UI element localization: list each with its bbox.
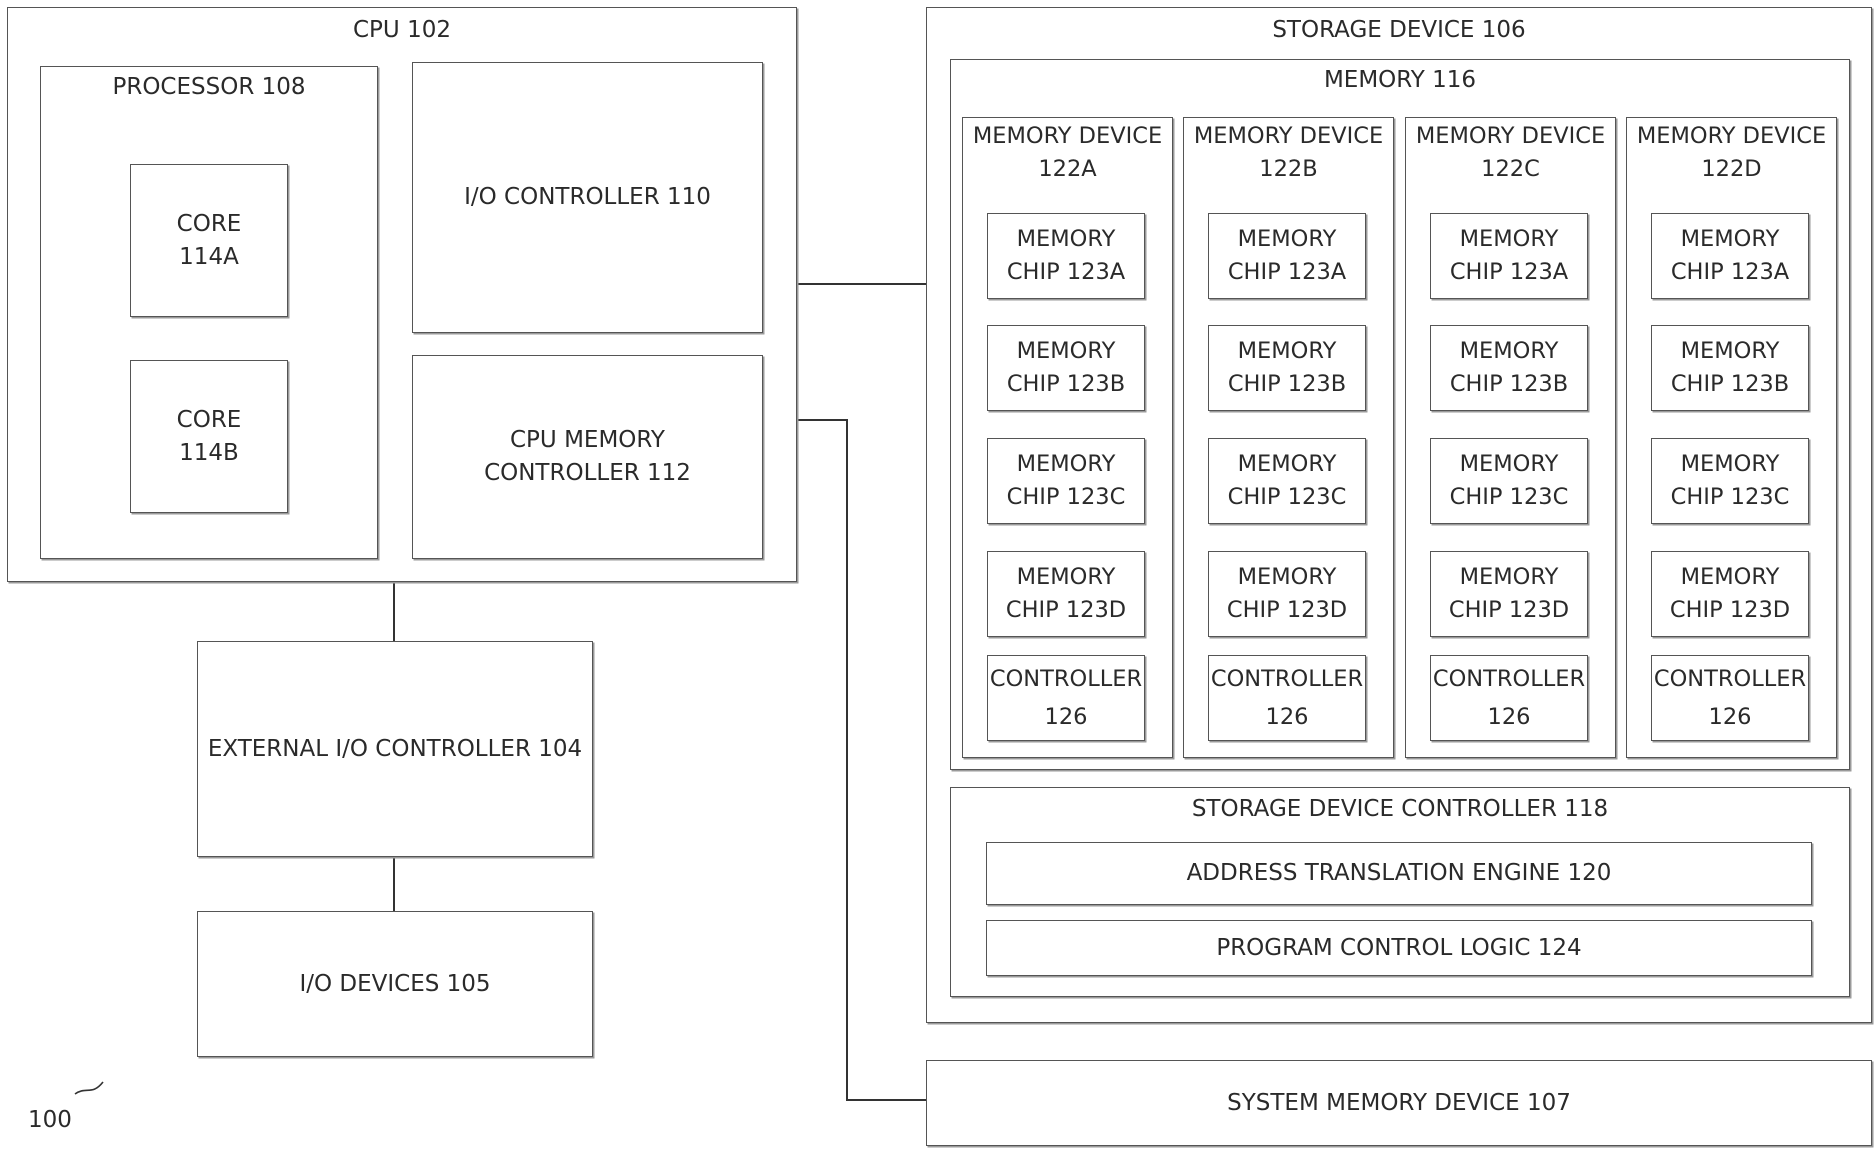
processor-label: PROCESSOR 108 bbox=[41, 71, 377, 104]
memory-chip-label: MEMORY CHIP 123A bbox=[1652, 214, 1808, 298]
memory-chip-label: MEMORY CHIP 123B bbox=[988, 326, 1144, 410]
memory-chip-label: MEMORY CHIP 123D bbox=[1652, 552, 1808, 636]
program-control-logic-label: PROGRAM CONTROL LOGIC 124 bbox=[987, 921, 1811, 975]
memory-chip-box: MEMORY CHIP 123B bbox=[1208, 325, 1366, 411]
core-b-label: CORE 114B bbox=[131, 361, 287, 512]
system-memory-device-box: SYSTEM MEMORY DEVICE 107 bbox=[926, 1060, 1872, 1146]
memory-chip-box: MEMORY CHIP 123A bbox=[987, 213, 1145, 299]
external-io-controller-label: EXTERNAL I/O CONTROLLER 104 bbox=[198, 642, 592, 856]
memory-chip-label: MEMORY CHIP 123D bbox=[988, 552, 1144, 636]
memory-chip-label: MEMORY CHIP 123A bbox=[988, 214, 1144, 298]
memory-chip-box: MEMORY CHIP 123A bbox=[1430, 213, 1588, 299]
memory-device-controller-box: CONTROLLER 126 bbox=[1651, 655, 1809, 741]
cpu-label: CPU 102 bbox=[8, 14, 796, 47]
memory-chip-box: MEMORY CHIP 123C bbox=[1430, 438, 1588, 524]
memory-device-label: MEMORY DEVICE 122A bbox=[963, 120, 1172, 186]
io-controller-box: I/O CONTROLLER 110 bbox=[412, 62, 763, 333]
program-control-logic-box: PROGRAM CONTROL LOGIC 124 bbox=[986, 920, 1812, 976]
memory-chip-box: MEMORY CHIP 123C bbox=[1208, 438, 1366, 524]
memory-device-controller-box: CONTROLLER 126 bbox=[1208, 655, 1366, 741]
memory-chip-label: MEMORY CHIP 123D bbox=[1209, 552, 1365, 636]
memory-chip-label: MEMORY CHIP 123D bbox=[1431, 552, 1587, 636]
address-translation-engine-label: ADDRESS TRANSLATION ENGINE 120 bbox=[987, 843, 1811, 904]
core-b-box: CORE 114B bbox=[130, 360, 288, 513]
memory-chip-box: MEMORY CHIP 123D bbox=[1430, 551, 1588, 637]
memory-device-controller-box: CONTROLLER 126 bbox=[987, 655, 1145, 741]
memory-chip-box: MEMORY CHIP 123A bbox=[1651, 213, 1809, 299]
memory-chip-box: MEMORY CHIP 123C bbox=[1651, 438, 1809, 524]
memory-chip-label: MEMORY CHIP 123B bbox=[1431, 326, 1587, 410]
memory-chip-box: MEMORY CHIP 123C bbox=[987, 438, 1145, 524]
figure-ref-leader bbox=[75, 1082, 103, 1094]
memory-chip-label: MEMORY CHIP 123C bbox=[1431, 439, 1587, 523]
memory-chip-box: MEMORY CHIP 123B bbox=[1430, 325, 1588, 411]
memory-device-label: MEMORY DEVICE 122C bbox=[1406, 120, 1615, 186]
memctrl-to-system-memory-line bbox=[797, 420, 926, 1100]
memory-chip-box: MEMORY CHIP 123D bbox=[1651, 551, 1809, 637]
memory-chip-label: MEMORY CHIP 123C bbox=[988, 439, 1144, 523]
memory-device-controller-label: CONTROLLER 126 bbox=[1431, 656, 1587, 740]
figure-ref-label: 100 bbox=[28, 1104, 72, 1137]
memory-chip-label: MEMORY CHIP 123B bbox=[1209, 326, 1365, 410]
address-translation-engine-box: ADDRESS TRANSLATION ENGINE 120 bbox=[986, 842, 1812, 905]
storage-device-controller-label: STORAGE DEVICE CONTROLLER 118 bbox=[951, 793, 1849, 826]
memory-device-controller-box: CONTROLLER 126 bbox=[1430, 655, 1588, 741]
core-a-label: CORE 114A bbox=[131, 165, 287, 316]
external-io-controller-box: EXTERNAL I/O CONTROLLER 104 bbox=[197, 641, 593, 857]
io-controller-label: I/O CONTROLLER 110 bbox=[413, 63, 762, 332]
memory-chip-label: MEMORY CHIP 123A bbox=[1431, 214, 1587, 298]
io-devices-label: I/O DEVICES 105 bbox=[198, 912, 592, 1056]
memory-device-label: MEMORY DEVICE 122B bbox=[1184, 120, 1393, 186]
memory-chip-box: MEMORY CHIP 123D bbox=[987, 551, 1145, 637]
memory-device-label: MEMORY DEVICE 122D bbox=[1627, 120, 1836, 186]
memory-chip-label: MEMORY CHIP 123B bbox=[1652, 326, 1808, 410]
memory-device-controller-label: CONTROLLER 126 bbox=[988, 656, 1144, 740]
memory-chip-label: MEMORY CHIP 123C bbox=[1652, 439, 1808, 523]
memory-chip-label: MEMORY CHIP 123A bbox=[1209, 214, 1365, 298]
cpu-memory-controller-box: CPU MEMORY CONTROLLER 112 bbox=[412, 355, 763, 559]
memory-chip-box: MEMORY CHIP 123D bbox=[1208, 551, 1366, 637]
cpu-memory-controller-label: CPU MEMORY CONTROLLER 112 bbox=[413, 356, 762, 558]
system-memory-device-label: SYSTEM MEMORY DEVICE 107 bbox=[927, 1061, 1871, 1145]
memory-device-controller-label: CONTROLLER 126 bbox=[1209, 656, 1365, 740]
io-devices-box: I/O DEVICES 105 bbox=[197, 911, 593, 1057]
core-a-box: CORE 114A bbox=[130, 164, 288, 317]
memory-label: MEMORY 116 bbox=[951, 64, 1849, 97]
memory-chip-box: MEMORY CHIP 123B bbox=[987, 325, 1145, 411]
memory-chip-box: MEMORY CHIP 123A bbox=[1208, 213, 1366, 299]
memory-device-controller-label: CONTROLLER 126 bbox=[1652, 656, 1808, 740]
memory-chip-box: MEMORY CHIP 123B bbox=[1651, 325, 1809, 411]
memory-chip-label: MEMORY CHIP 123C bbox=[1209, 439, 1365, 523]
storage-device-label: STORAGE DEVICE 106 bbox=[927, 14, 1871, 47]
